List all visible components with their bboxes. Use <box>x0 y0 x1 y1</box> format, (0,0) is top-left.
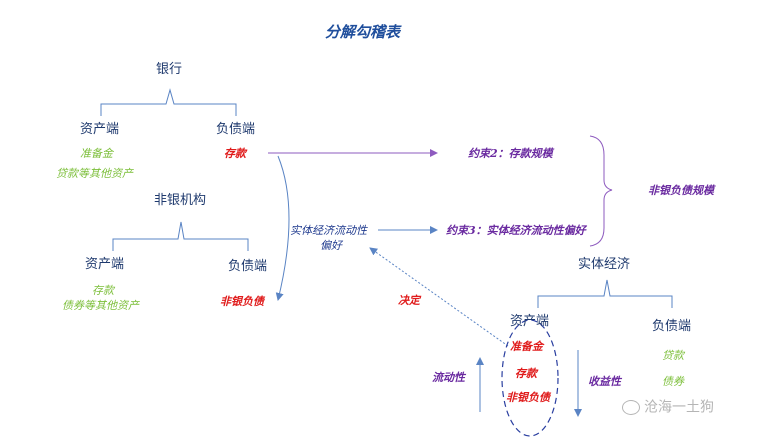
constraint-3: 约束3：实体经济流动性偏好 <box>446 224 586 237</box>
bank-asset-item: 准备金 <box>80 147 113 160</box>
liquidity-label: 流动性 <box>432 371 465 384</box>
page-title: 分解勾稽表 <box>325 23 401 41</box>
decide-label: 决定 <box>398 294 420 307</box>
constraint-brace <box>589 135 613 247</box>
real-liability-item: 贷款 <box>662 349 684 362</box>
nonbank-liability-item: 非银负债 <box>220 295 264 308</box>
watermark: 沧海一土狗 <box>622 400 714 415</box>
bank-liabilities-label: 负债端 <box>216 122 256 137</box>
bank-liability-item: 存款 <box>224 147 246 160</box>
real-economy-label: 实体经济 <box>578 257 631 272</box>
yield-label: 收益性 <box>588 375 621 388</box>
decide-arrow <box>369 247 509 347</box>
real-asset-item: 准备金 <box>510 340 543 353</box>
nonbank-brace <box>112 221 249 251</box>
nonbank-asset-item: 存款 <box>92 284 114 297</box>
bank-assets-label: 资产端 <box>80 122 120 137</box>
nonbank-assets-label: 资产端 <box>85 257 125 272</box>
real-assets-ellipse <box>501 319 559 437</box>
nonbank-liabilities-label: 负债端 <box>228 259 268 274</box>
preference-line-2: 偏好 <box>320 239 342 252</box>
wechat-icon <box>622 400 640 415</box>
real-asset-item: 存款 <box>515 367 537 380</box>
nonbank-asset-item: 债券等其他资产 <box>62 299 139 312</box>
constraint-result: 非银负债规模 <box>648 184 714 197</box>
real-liability-item: 债券 <box>662 375 684 388</box>
constraint-2: 约束2：存款规模 <box>468 147 553 160</box>
deposit-to-nonbank-arrow <box>275 155 290 301</box>
real-asset-item: 非银负债 <box>506 391 550 404</box>
preference-line-1: 实体经济流动性 <box>290 224 367 237</box>
bank-brace <box>100 88 237 116</box>
bank-asset-item: 贷款等其他资产 <box>56 167 133 180</box>
watermark-text: 沧海一土狗 <box>644 399 714 416</box>
nonbank-label: 非银机构 <box>154 193 207 208</box>
real-assets-label: 资产端 <box>510 314 550 329</box>
real-liabilities-label: 负债端 <box>652 319 692 334</box>
bank-label: 银行 <box>156 62 183 77</box>
real-economy-brace <box>537 279 673 308</box>
